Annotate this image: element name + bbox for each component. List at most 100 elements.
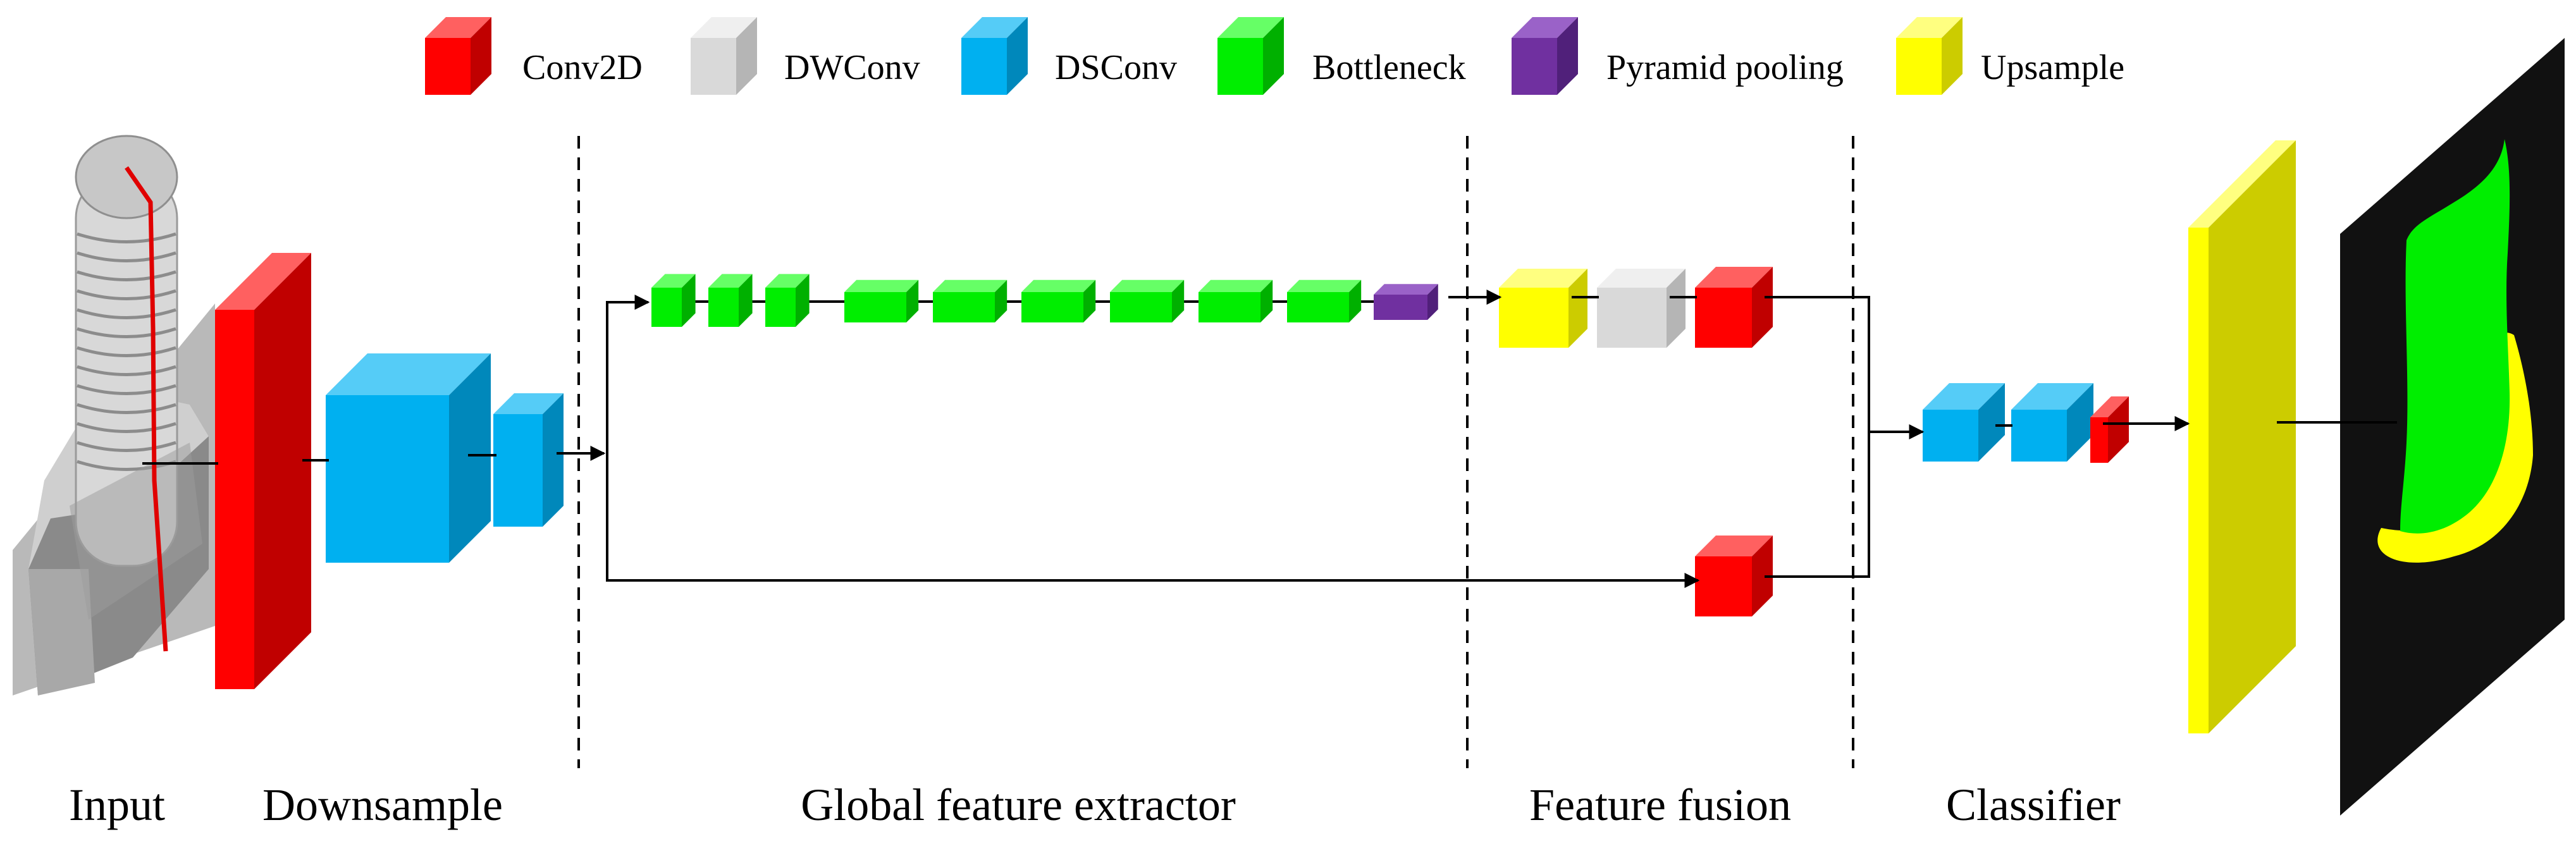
cube-face-side [995,279,1008,322]
global-bottleneck-block [1110,279,1185,322]
cube-face-side [449,353,491,563]
arrow-split-to-global [606,295,650,582]
cube-face-top [651,274,696,288]
legend-item-conv2d: Conv2D [425,17,643,95]
cube-face-side [254,253,311,689]
cube-face-top [1199,279,1273,292]
cube-face-top [493,393,564,414]
classifier-dsconv-block-2 [2011,383,2093,462]
global-bottleneck-block [651,274,696,327]
cube-face-side [796,274,810,327]
cube-face-front [1374,295,1427,320]
section-label-feature-fusion: Feature fusion [1529,780,1791,830]
cube-face-top [1695,267,1773,288]
cube-face-front [493,414,543,527]
downsample-dsconv-block-1 [326,353,491,563]
cube-face-side [1752,267,1773,348]
input-cut-line [125,166,168,652]
cube-face-top [765,274,810,288]
section-label-downsample: Downsample [262,780,503,830]
legend-label-dwconv: DWConv [784,48,920,87]
global-bottleneck-block [708,274,753,327]
fusion-conv2d-block-top [1695,267,1773,348]
cube-face-top [425,17,491,38]
cube-face-side [1942,17,1963,95]
cube-face-side [1978,383,2005,462]
cube-face-top [1217,17,1284,38]
cube-face-top [2188,140,2296,228]
legend-item-pyramid-pooling: Pyramid pooling [1512,17,1844,95]
legend-item-bottleneck: Bottleneck [1217,17,1466,95]
output-mask-yellow-region [2377,333,2533,563]
cube-face-front [933,292,995,322]
cube-face-front [1110,292,1172,322]
legend-label-pyramid-pooling: Pyramid pooling [1606,48,1844,87]
cube-face-front [765,288,796,327]
cube-face-side [1568,269,1587,348]
global-feature-extractor-chain [651,274,1438,327]
cube-face-top [1374,284,1438,295]
global-bottleneck-block [1021,279,1096,322]
fusion-upsample-block [1499,269,1587,348]
legend-label-upsample: Upsample [1981,48,2124,87]
cube-face-side [2067,383,2093,462]
cube-face-top [844,279,919,292]
classifier-upsample-plane [2188,140,2296,733]
cube-face-front [1512,38,1557,95]
cube-face-front [2090,417,2108,463]
cube-face-side [1349,279,1362,322]
legend-label-dsconv: DSConv [1055,48,1177,87]
cube-face-side [543,393,564,527]
section-label-classifier: Classifier [1946,780,2121,830]
cube-face-top [1110,279,1185,292]
cube-face-front [215,310,254,689]
section-label-input: Input [69,780,165,830]
section-label-global-feature-extractor: Global feature extractor [801,780,1236,830]
cube-face-side [736,17,757,95]
cube-face-front [2188,228,2209,733]
global-bottleneck-block [933,279,1008,322]
legend-swatch-bottleneck [1217,17,1284,95]
cube-face-side [2209,140,2296,733]
global-bottleneck-block [765,274,810,327]
input-thread-rings [77,232,176,471]
downsample-conv2d-block [215,253,311,689]
output-mask-green-region [2400,139,2510,534]
global-bottleneck-block [844,279,919,322]
legend-swatch-conv2d [425,17,491,95]
legend-item-dwconv: DWConv [691,17,920,95]
line-fusion-merge [1765,296,1870,578]
cube-face-side [1172,279,1185,322]
cube-face-side [2108,396,2129,463]
legend-swatch-dwconv [691,17,757,95]
cube-face-side [1007,17,1028,95]
cube-face-side [682,274,696,327]
cube-face-side [471,17,491,95]
input-part-image [13,135,215,695]
cube-face-front [1287,292,1349,322]
cube-face-front [1695,288,1752,348]
cube-face-front [1199,292,1260,322]
cube-face-top [1597,269,1685,288]
cube-face-side [1263,17,1284,95]
section-labels: Input Downsample Global feature extracto… [69,780,2121,830]
cube-face-top [1923,383,2005,410]
output-segmentation-mask [2340,38,2565,816]
legend: Conv2D DWConv DSConv Bottleneck Pyramid … [425,17,2124,95]
cube-face-side [1667,269,1685,348]
classifier-dsconv-block-1 [1923,383,2005,462]
fusion-dwconv-block [1597,269,1685,348]
cube-face-side [1752,536,1773,616]
fusion-conv2d-block-bottom [1695,536,1773,616]
arrow-skip-to-fusion-conv2d [606,453,1700,588]
legend-item-upsample: Upsample [1896,17,2124,95]
cube-face-side [1083,279,1096,322]
legend-label-conv2d: Conv2D [522,48,643,87]
cube-face-top [691,17,757,38]
section-dividers [577,136,1854,768]
cube-face-front [1217,38,1263,95]
cube-face-front [425,38,471,95]
cube-face-top [326,353,491,395]
cube-face-top [933,279,1008,292]
